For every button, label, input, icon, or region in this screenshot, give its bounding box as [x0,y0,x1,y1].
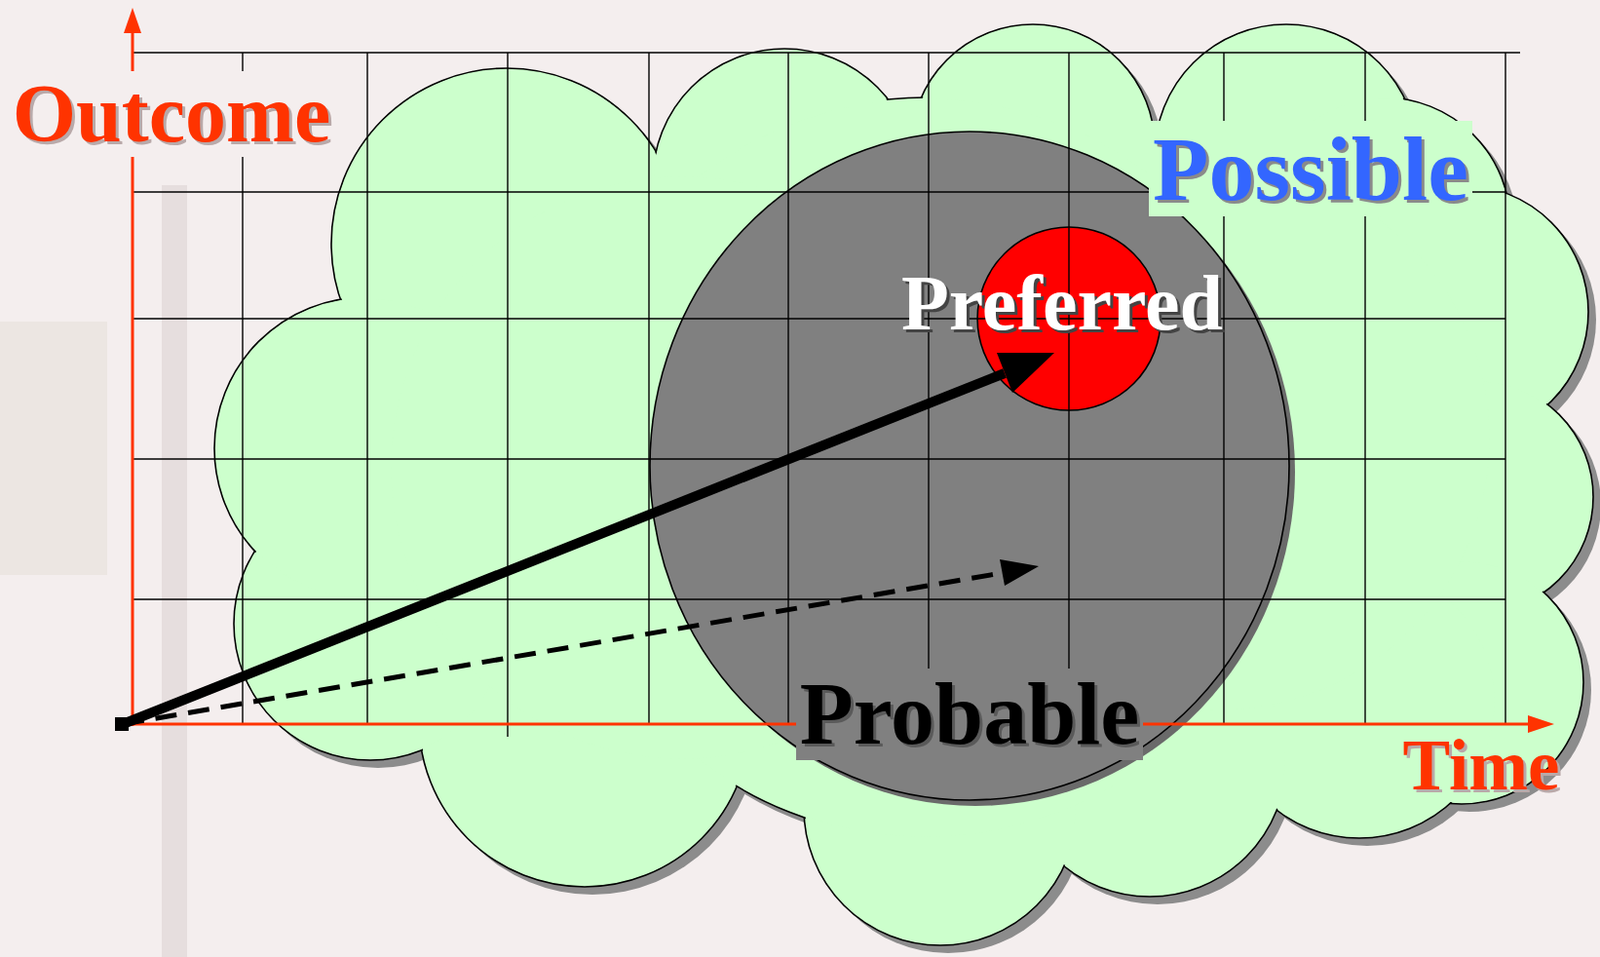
solid-trend-arrow [122,373,1005,724]
axis-title: Outcome [8,71,336,157]
dashed-trend-arrow [122,372,1005,724]
x-axis [122,723,1530,726]
label-holder: Outcome [0,0,327,86]
grid-line [1504,52,1506,724]
cloud-fill [215,25,1592,944]
grid-line [927,52,929,724]
origin-mark [114,717,129,731]
y-axis-arrowhead [123,7,142,34]
dashed-arrowhead [999,559,1039,586]
node-label: Preferred [901,264,1223,343]
grid-line [132,598,1506,600]
probable-ellipse: Probable Preferred [647,128,1298,809]
ellipse-body [649,131,1290,800]
grid-line [366,52,368,724]
axes [122,7,1555,733]
grid-line [132,190,1506,192]
grid-line [1364,52,1366,724]
axis-title: Time [1403,729,1561,801]
cloud-shadow [222,32,1600,953]
background-lamppost [161,185,188,957]
grid-line [647,52,649,724]
node-label: Possible [1148,120,1473,217]
grid [132,52,1521,737]
node-label: Probable [796,668,1143,761]
shape-group [214,24,1600,953]
possible-cloud: PossibleProbable Preferred [208,13,1600,955]
trend-arrows [114,352,1055,731]
preferred-circle: Preferred [893,224,1231,420]
grid-line [787,52,789,724]
grid-line [132,51,1521,53]
dashed-trend-line [122,572,1002,724]
solid-arrowhead [996,352,1055,393]
spacer-line [122,372,1005,724]
grid-line [1222,52,1224,724]
grid-line [132,317,1506,319]
grid-line [1067,52,1069,724]
cloud-outline [214,24,1594,946]
background-building [0,321,108,575]
shape-group [649,131,1296,806]
label-holder: Time [0,0,157,72]
grid-line [506,52,508,737]
grid-line [132,457,1506,459]
